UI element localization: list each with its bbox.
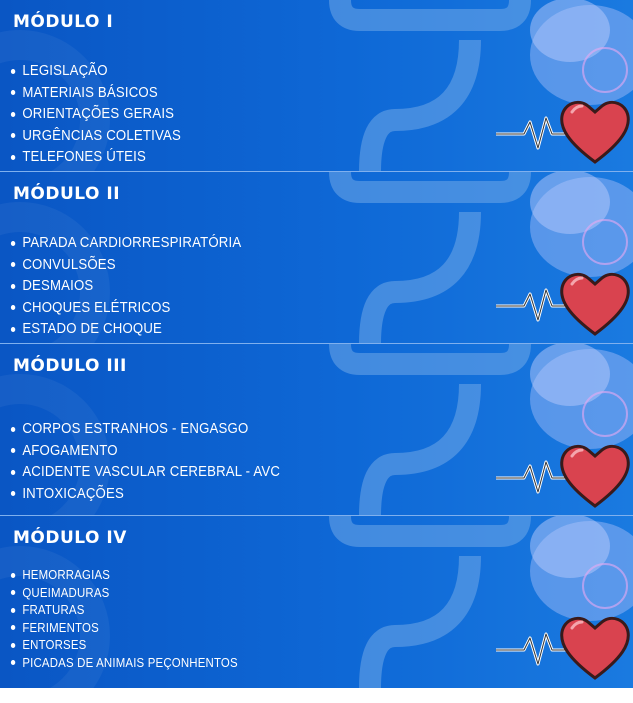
heart-icon (496, 100, 630, 164)
heart-icon (496, 444, 630, 508)
list-item: ENTORSES (10, 636, 238, 654)
topic-list: CORPOS ESTRANHOS - ENGASGO AFOGAMENTO AC… (10, 418, 280, 504)
list-item: PARADA CARDIORRESPIRATÓRIA (10, 232, 241, 254)
list-item: ESTADO DE CHOQUE (10, 318, 241, 340)
list-item: TELEFONES ÚTEIS (10, 146, 181, 168)
heart-icon (496, 272, 630, 336)
module-title: MÓDULO I (13, 12, 114, 32)
list-item: MATERIAIS BÁSICOS (10, 82, 181, 104)
module-card-4: MÓDULO IV HEMORRAGIAS QUEIMADURAS FRATUR… (0, 516, 633, 688)
module-card-2: MÓDULO II PARADA CARDIORRESPIRATÓRIA CON… (0, 172, 633, 344)
list-item: QUEIMADURAS (10, 584, 238, 602)
list-item: FERIMENTOS (10, 619, 238, 637)
module-title: MÓDULO II (13, 184, 121, 204)
module-title: MÓDULO III (13, 356, 127, 376)
list-item: ACIDENTE VASCULAR CEREBRAL - AVC (10, 461, 280, 483)
topic-list: PARADA CARDIORRESPIRATÓRIA CONVULSÕES DE… (10, 232, 241, 340)
list-item: CONVULSÕES (10, 254, 241, 276)
list-item: INTOXICAÇÕES (10, 483, 280, 505)
topic-list: LEGISLAÇÃO MATERIAIS BÁSICOS ORIENTAÇÕES… (10, 60, 181, 168)
list-item: HEMORRAGIAS (10, 566, 238, 584)
module-title: MÓDULO IV (13, 528, 127, 548)
list-item: ORIENTAÇÕES GERAIS (10, 103, 181, 125)
list-item: LEGISLAÇÃO (10, 60, 181, 82)
list-item: DESMAIOS (10, 275, 241, 297)
list-item: FRATURAS (10, 601, 238, 619)
list-item: CORPOS ESTRANHOS - ENGASGO (10, 418, 280, 440)
topic-list: HEMORRAGIAS QUEIMADURAS FRATURAS FERIMEN… (10, 566, 238, 671)
list-item: URGÊNCIAS COLETIVAS (10, 125, 181, 147)
module-card-1: MÓDULO I LEGISLAÇÃO MATERIAIS BÁSICOS OR… (0, 0, 633, 172)
heart-icon (496, 616, 630, 680)
module-card-3: MÓDULO III CORPOS ESTRANHOS - ENGASGO AF… (0, 344, 633, 516)
list-item: AFOGAMENTO (10, 440, 280, 462)
list-item: CHOQUES ELÉTRICOS (10, 297, 241, 319)
list-item: PICADAS DE ANIMAIS PEÇONHENTOS (10, 654, 238, 672)
